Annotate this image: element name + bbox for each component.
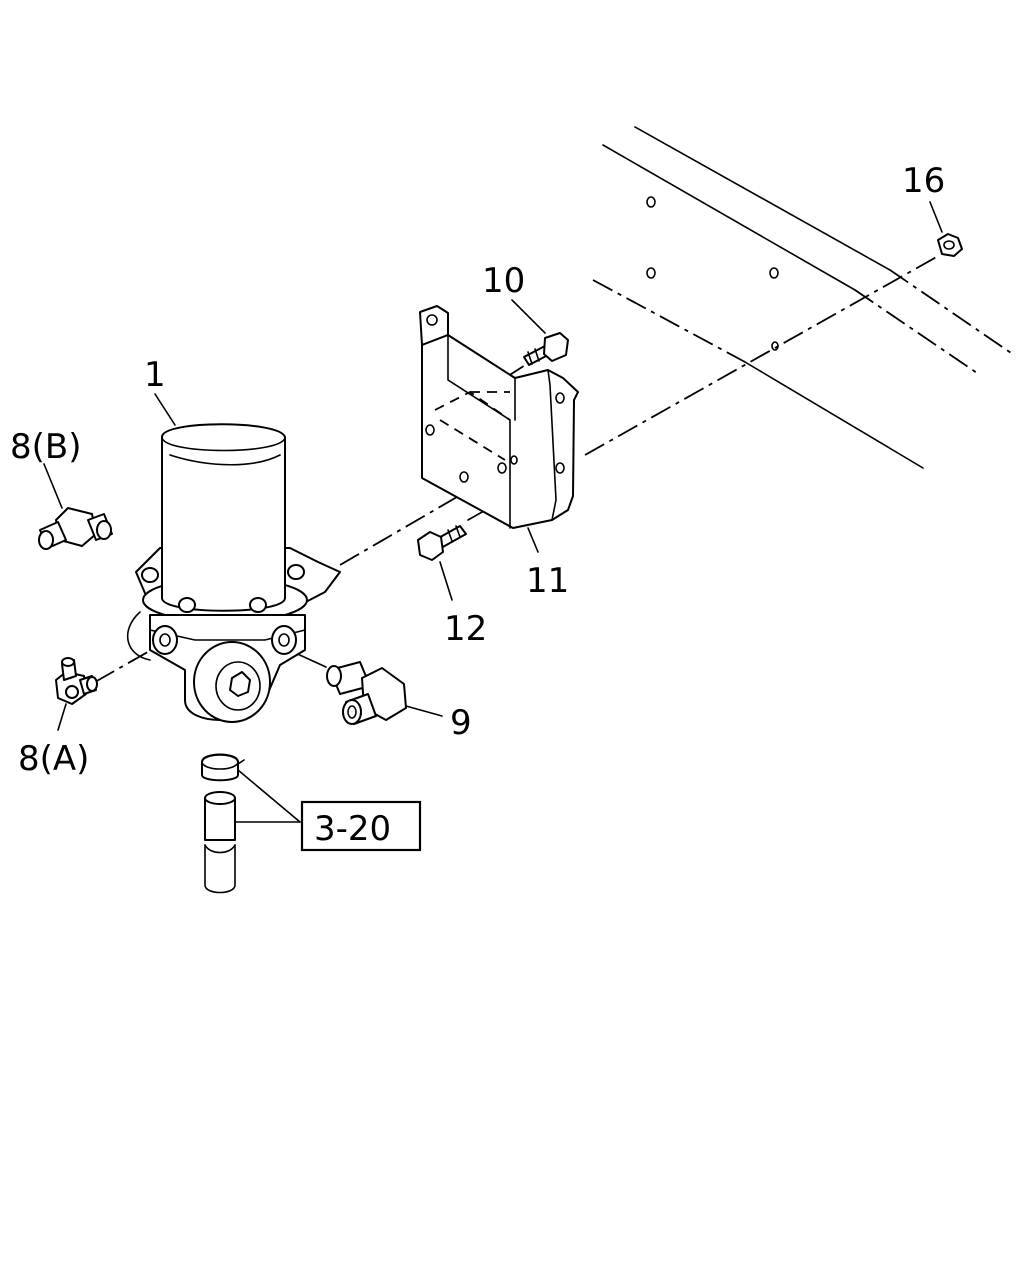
- ref-box-label: 3-20: [314, 809, 391, 849]
- fitting-8a: [55, 657, 98, 705]
- bolt-12: [417, 525, 467, 561]
- fitting-9: [326, 661, 407, 725]
- frame-rail: [592, 126, 1015, 469]
- label-part-16: 16: [902, 161, 945, 201]
- label-part-12: 12: [444, 609, 487, 649]
- leader-lines: [43, 201, 943, 731]
- label-part-11: 11: [526, 561, 569, 601]
- fitting-8b: [38, 507, 113, 550]
- nut-16: [937, 233, 963, 257]
- label-part-10: 10: [482, 261, 525, 301]
- hose-assembly: [201, 753, 301, 894]
- bracket: [419, 305, 579, 529]
- air-dryer: [126, 423, 341, 723]
- ref-box: [300, 800, 422, 852]
- label-part-1: 1: [144, 355, 166, 395]
- label-part-8b: 8(B): [10, 427, 82, 467]
- bolt-10: [523, 332, 569, 366]
- label-part-9: 9: [450, 703, 472, 743]
- label-part-8a: 8(A): [18, 739, 89, 779]
